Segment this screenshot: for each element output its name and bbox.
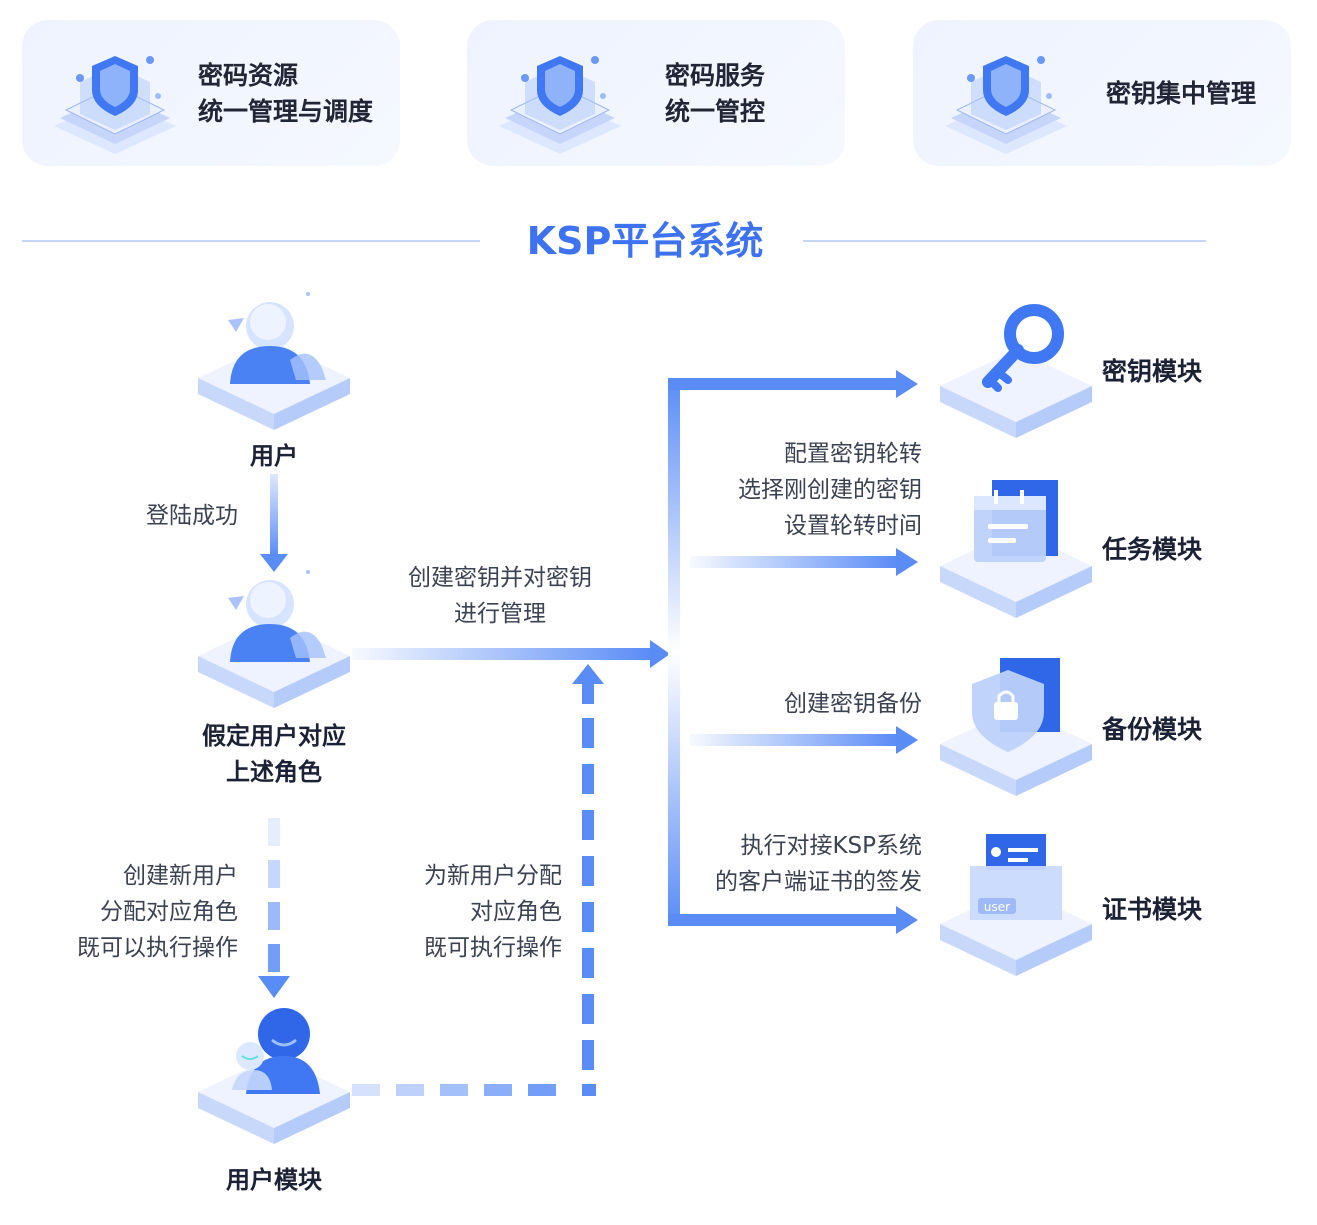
arrow-assign-role [352, 664, 604, 1096]
user-avatar-icon [228, 292, 326, 384]
shield-platform-icon [499, 56, 621, 154]
card-text-resource: 密码资源 统一管理与调度 [198, 58, 373, 130]
key-icon [982, 304, 1064, 392]
edge-line: 选择刚创建的密钥 [738, 477, 922, 503]
edge-label-assign-role: 为新用户分配 对应角色 既可执行操作 [372, 858, 562, 966]
edge-line: 对应角色 [470, 899, 562, 925]
edge-label-cert: 执行对接KSP系统 的客户端证书的签发 [680, 828, 922, 900]
trunk-line [668, 370, 918, 934]
card-line-2: 统一管理与调度 [198, 97, 374, 126]
cert-user-tag: user [984, 900, 1010, 914]
arrow-create-user [258, 818, 290, 998]
edge-line: 既可执行操作 [424, 935, 562, 961]
feature-card-key-management: 密钥集中管理 [913, 20, 1291, 166]
title-divider-right [803, 240, 1206, 242]
card-line-1: 密码资源 [198, 61, 299, 90]
arrow-task [690, 548, 918, 576]
lock-shield-icon [972, 658, 1060, 752]
edge-line: 创建密钥并对密钥 [408, 565, 592, 591]
card-line-1: 密钥集中管理 [1106, 79, 1257, 108]
arrow-login [260, 474, 288, 572]
feature-card-service: 密码服务 统一管控 [467, 20, 845, 166]
arrow-backup [690, 726, 918, 754]
module-label-task: 任务模块 [1102, 535, 1203, 564]
card-line-1: 密码服务 [665, 61, 766, 90]
edge-line: 分配对应角色 [100, 899, 238, 925]
user-module-icon [232, 1008, 320, 1094]
edge-line: 既可以执行操作 [77, 935, 238, 961]
edge-line: 创建新用户 [123, 863, 238, 889]
node-role-line-1: 假定用户对应 [202, 722, 346, 750]
node-user-label: 用户 [250, 442, 298, 470]
title-divider-left [22, 240, 480, 242]
edge-label-create-user: 创建新用户 分配对应角色 既可以执行操作 [30, 858, 238, 966]
edge-label-backup: 创建密钥备份 [784, 691, 922, 717]
node-role-label: 假定用户对应 上述角色 [184, 718, 364, 790]
edge-label-rotate: 配置密钥轮转 选择刚创建的密钥 设置轮转时间 [690, 436, 922, 544]
certificate-icon [970, 834, 1062, 920]
arrow-create-key [352, 640, 670, 668]
module-label-cert: 证书模块 [1102, 895, 1203, 924]
edge-line: 执行对接KSP系统 [740, 833, 922, 859]
role-avatar-icon [228, 570, 326, 662]
page-title: KSP平台系统 [526, 219, 764, 263]
edge-line: 进行管理 [454, 601, 546, 627]
edge-label-create-key: 创建密钥并对密钥 进行管理 [380, 560, 620, 632]
platform-key-module [940, 350, 1092, 438]
module-label-key: 密钥模块 [1102, 357, 1203, 386]
edge-line: 的客户端证书的签发 [715, 869, 922, 895]
edge-line: 配置密钥轮转 [784, 441, 922, 467]
calendar-icon [974, 480, 1058, 562]
edge-line: 设置轮转时间 [784, 513, 922, 539]
edge-line: 为新用户分配 [424, 863, 562, 889]
node-user-module-label: 用户模块 [226, 1166, 322, 1194]
card-line-2: 统一管控 [665, 97, 766, 126]
feature-card-resource: 密码资源 统一管理与调度 [22, 20, 400, 166]
card-text-key-management: 密钥集中管理 [1106, 76, 1256, 112]
edge-label-login: 登陆成功 [146, 503, 238, 529]
shield-platform-icon [54, 56, 176, 154]
node-role-line-2: 上述角色 [226, 758, 322, 786]
card-text-service: 密码服务 统一管控 [665, 58, 765, 130]
module-label-backup: 备份模块 [1102, 715, 1203, 744]
shield-platform-icon [945, 56, 1067, 154]
